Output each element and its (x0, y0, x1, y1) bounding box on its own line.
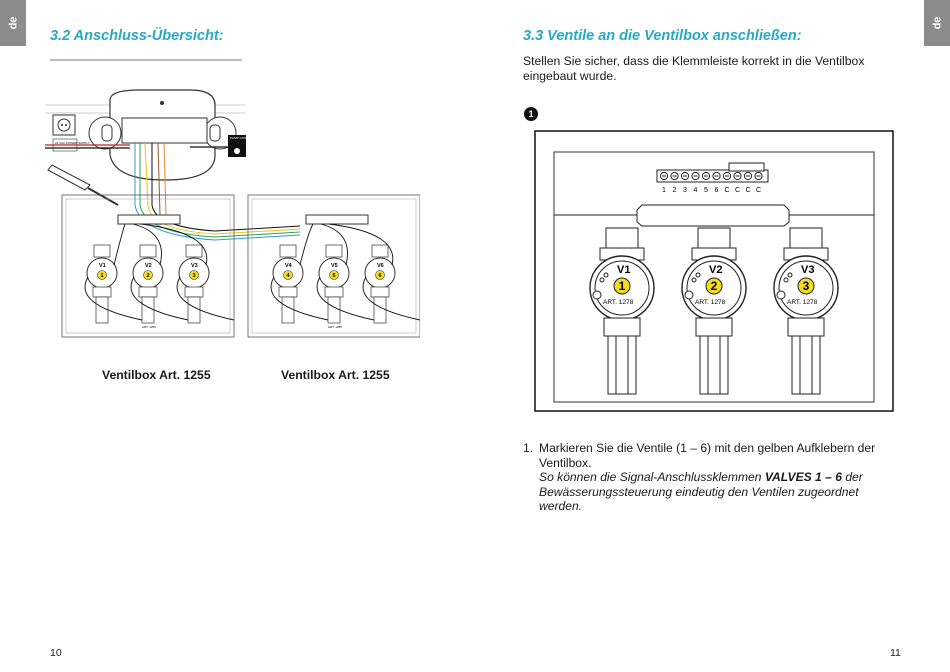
mini-valve-v2: V2 2 (130, 223, 189, 324)
controller-unit (88, 89, 237, 181)
valve-sticker (613, 277, 631, 295)
step-detail: So können die Signal-Anschlussklemmen VA… (523, 470, 893, 514)
terminal-label: C (756, 187, 761, 194)
terminal-label: C (745, 187, 750, 194)
mini-valve-number: 1 (100, 273, 103, 279)
step-detail-after: der Bewässe­rungssteuerung eindeutig den… (539, 470, 863, 513)
page-number-left: 10 (50, 647, 62, 659)
terminal-label: C (735, 187, 740, 194)
terminal-label: 2 (673, 187, 677, 194)
valve-sticker (705, 277, 723, 295)
mini-valve-name: V3 (191, 263, 198, 269)
mini-valve-number: 3 (192, 273, 195, 279)
mini-valve-v1: V1 1 (84, 223, 143, 324)
language-tab-left: de (0, 0, 26, 46)
page-number-right: 11 (890, 647, 901, 659)
mini-valve-number: 2 (146, 273, 149, 279)
step-number: 1. (523, 441, 534, 455)
step-detail-before: So können die Signal-Anschlussklemmen (539, 470, 765, 484)
terminal-label: 6 (715, 187, 719, 194)
mini-valve-v6: V6 6 (328, 223, 420, 324)
terminal-label: 5 (704, 187, 708, 194)
step-badge: 1 (524, 107, 538, 121)
valve-box-caption-1: Ventilbox Art. 1255 (102, 368, 211, 382)
valve-name: V2 (709, 264, 722, 276)
pump-control-label: PUMP CONTROL (230, 136, 254, 140)
mini-valve-v3: V3 3 (140, 223, 235, 324)
intro-text: Stellen Sie sicher, dass die Klemmleiste… (523, 54, 865, 83)
valve-box-art-label-1: ART. 1255 (142, 325, 156, 329)
valve-box-caption-2: Ventilbox Art. 1255 (281, 368, 390, 382)
mini-valve-number: 5 (332, 273, 335, 279)
step-text: Markieren Sie die Ventile (1 – 6) mit de… (539, 441, 876, 470)
valve-art-label: ART. 1278 (603, 299, 634, 306)
valve-name: V3 (801, 264, 814, 276)
valve-sticker-number: 3 (803, 279, 810, 293)
terminal-label: C (724, 187, 729, 194)
section-heading-left: 3.2 Anschluss-Übersicht: (50, 28, 224, 44)
wiring-diagram: 24 VAC POWER SUPPLY PUMP CONTROL ART. 12… (45, 59, 420, 338)
terminal-label: 4 (694, 187, 698, 194)
language-tab-right: de (924, 0, 950, 46)
mini-valve-v5: V5 5 (316, 223, 375, 324)
mini-valve-name: V5 (331, 263, 338, 269)
mini-valve-name: V4 (285, 263, 293, 269)
mini-valve-name: V1 (99, 263, 106, 269)
valve-sticker-number: 2 (711, 279, 718, 293)
valve-art-label: ART. 1278 (787, 299, 818, 306)
valve-sticker (797, 277, 815, 295)
section-heading-right: 3.3 Ventile an die Ventilbox anschließen… (523, 28, 802, 44)
terminal-label: 3 (683, 187, 687, 194)
instruction-step-1: 1. Markieren Sie die Ventile (1 – 6) mit… (523, 441, 893, 514)
terminal-label: 1 (662, 187, 666, 194)
screwdriver-icon (47, 164, 119, 206)
power-socket-icon (52, 114, 76, 136)
mini-valve-number: 4 (286, 273, 290, 279)
power-supply-label: 24 VAC POWER SUPPLY (55, 141, 90, 145)
valve-sticker-number: 1 (619, 279, 626, 293)
mini-valve-name: V2 (145, 263, 152, 269)
valve-box-art-label-2: ART. 1255 (328, 325, 342, 329)
mini-valve-name: V6 (377, 263, 384, 269)
valve-name: V1 (617, 264, 630, 276)
mini-valve-number: 6 (378, 273, 381, 279)
valve-art-label: ART. 1278 (695, 299, 726, 306)
step-detail-valves: VALVES 1 – 6 (764, 470, 842, 484)
mini-valve-v4: V4 4 (270, 223, 329, 324)
